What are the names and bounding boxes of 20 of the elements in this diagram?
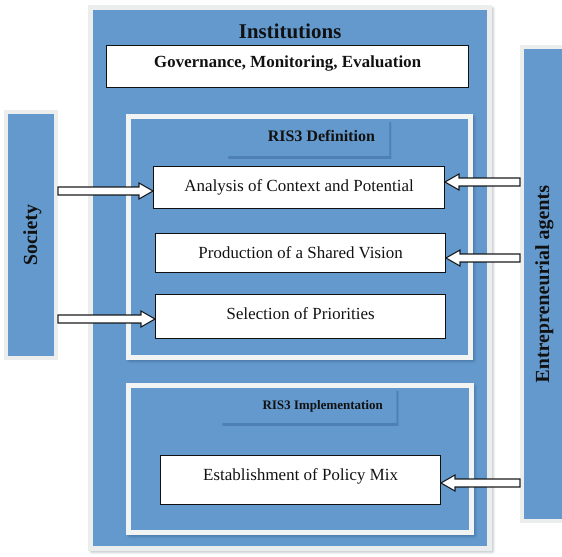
panel-title: Institutions — [238, 19, 342, 44]
block-arrow — [444, 172, 521, 192]
side-bar — [520, 45, 562, 523]
group-panel — [126, 383, 474, 535]
group-title: RIS3 Implementation — [222, 391, 399, 426]
side-bar — [4, 110, 58, 360]
outer-panel — [88, 5, 492, 551]
process-box: Production of a Shared Vision — [155, 233, 446, 273]
block-arrow — [444, 248, 521, 268]
process-box: Establishment of Policy Mix — [160, 455, 441, 505]
process-box: Analysis of Context and Potential — [153, 166, 445, 209]
group-panel — [126, 114, 473, 360]
process-box: Selection of Priorities — [155, 294, 446, 339]
block-arrow — [57, 310, 156, 328]
process-box: Governance, Monitoring, Evaluation — [106, 45, 469, 88]
group-title: RIS3 Definition — [228, 122, 391, 159]
block-arrow — [440, 474, 521, 492]
side-label: Entrepreneurial agents — [532, 185, 554, 383]
block-arrow — [57, 182, 154, 200]
side-label: Society — [20, 204, 42, 266]
